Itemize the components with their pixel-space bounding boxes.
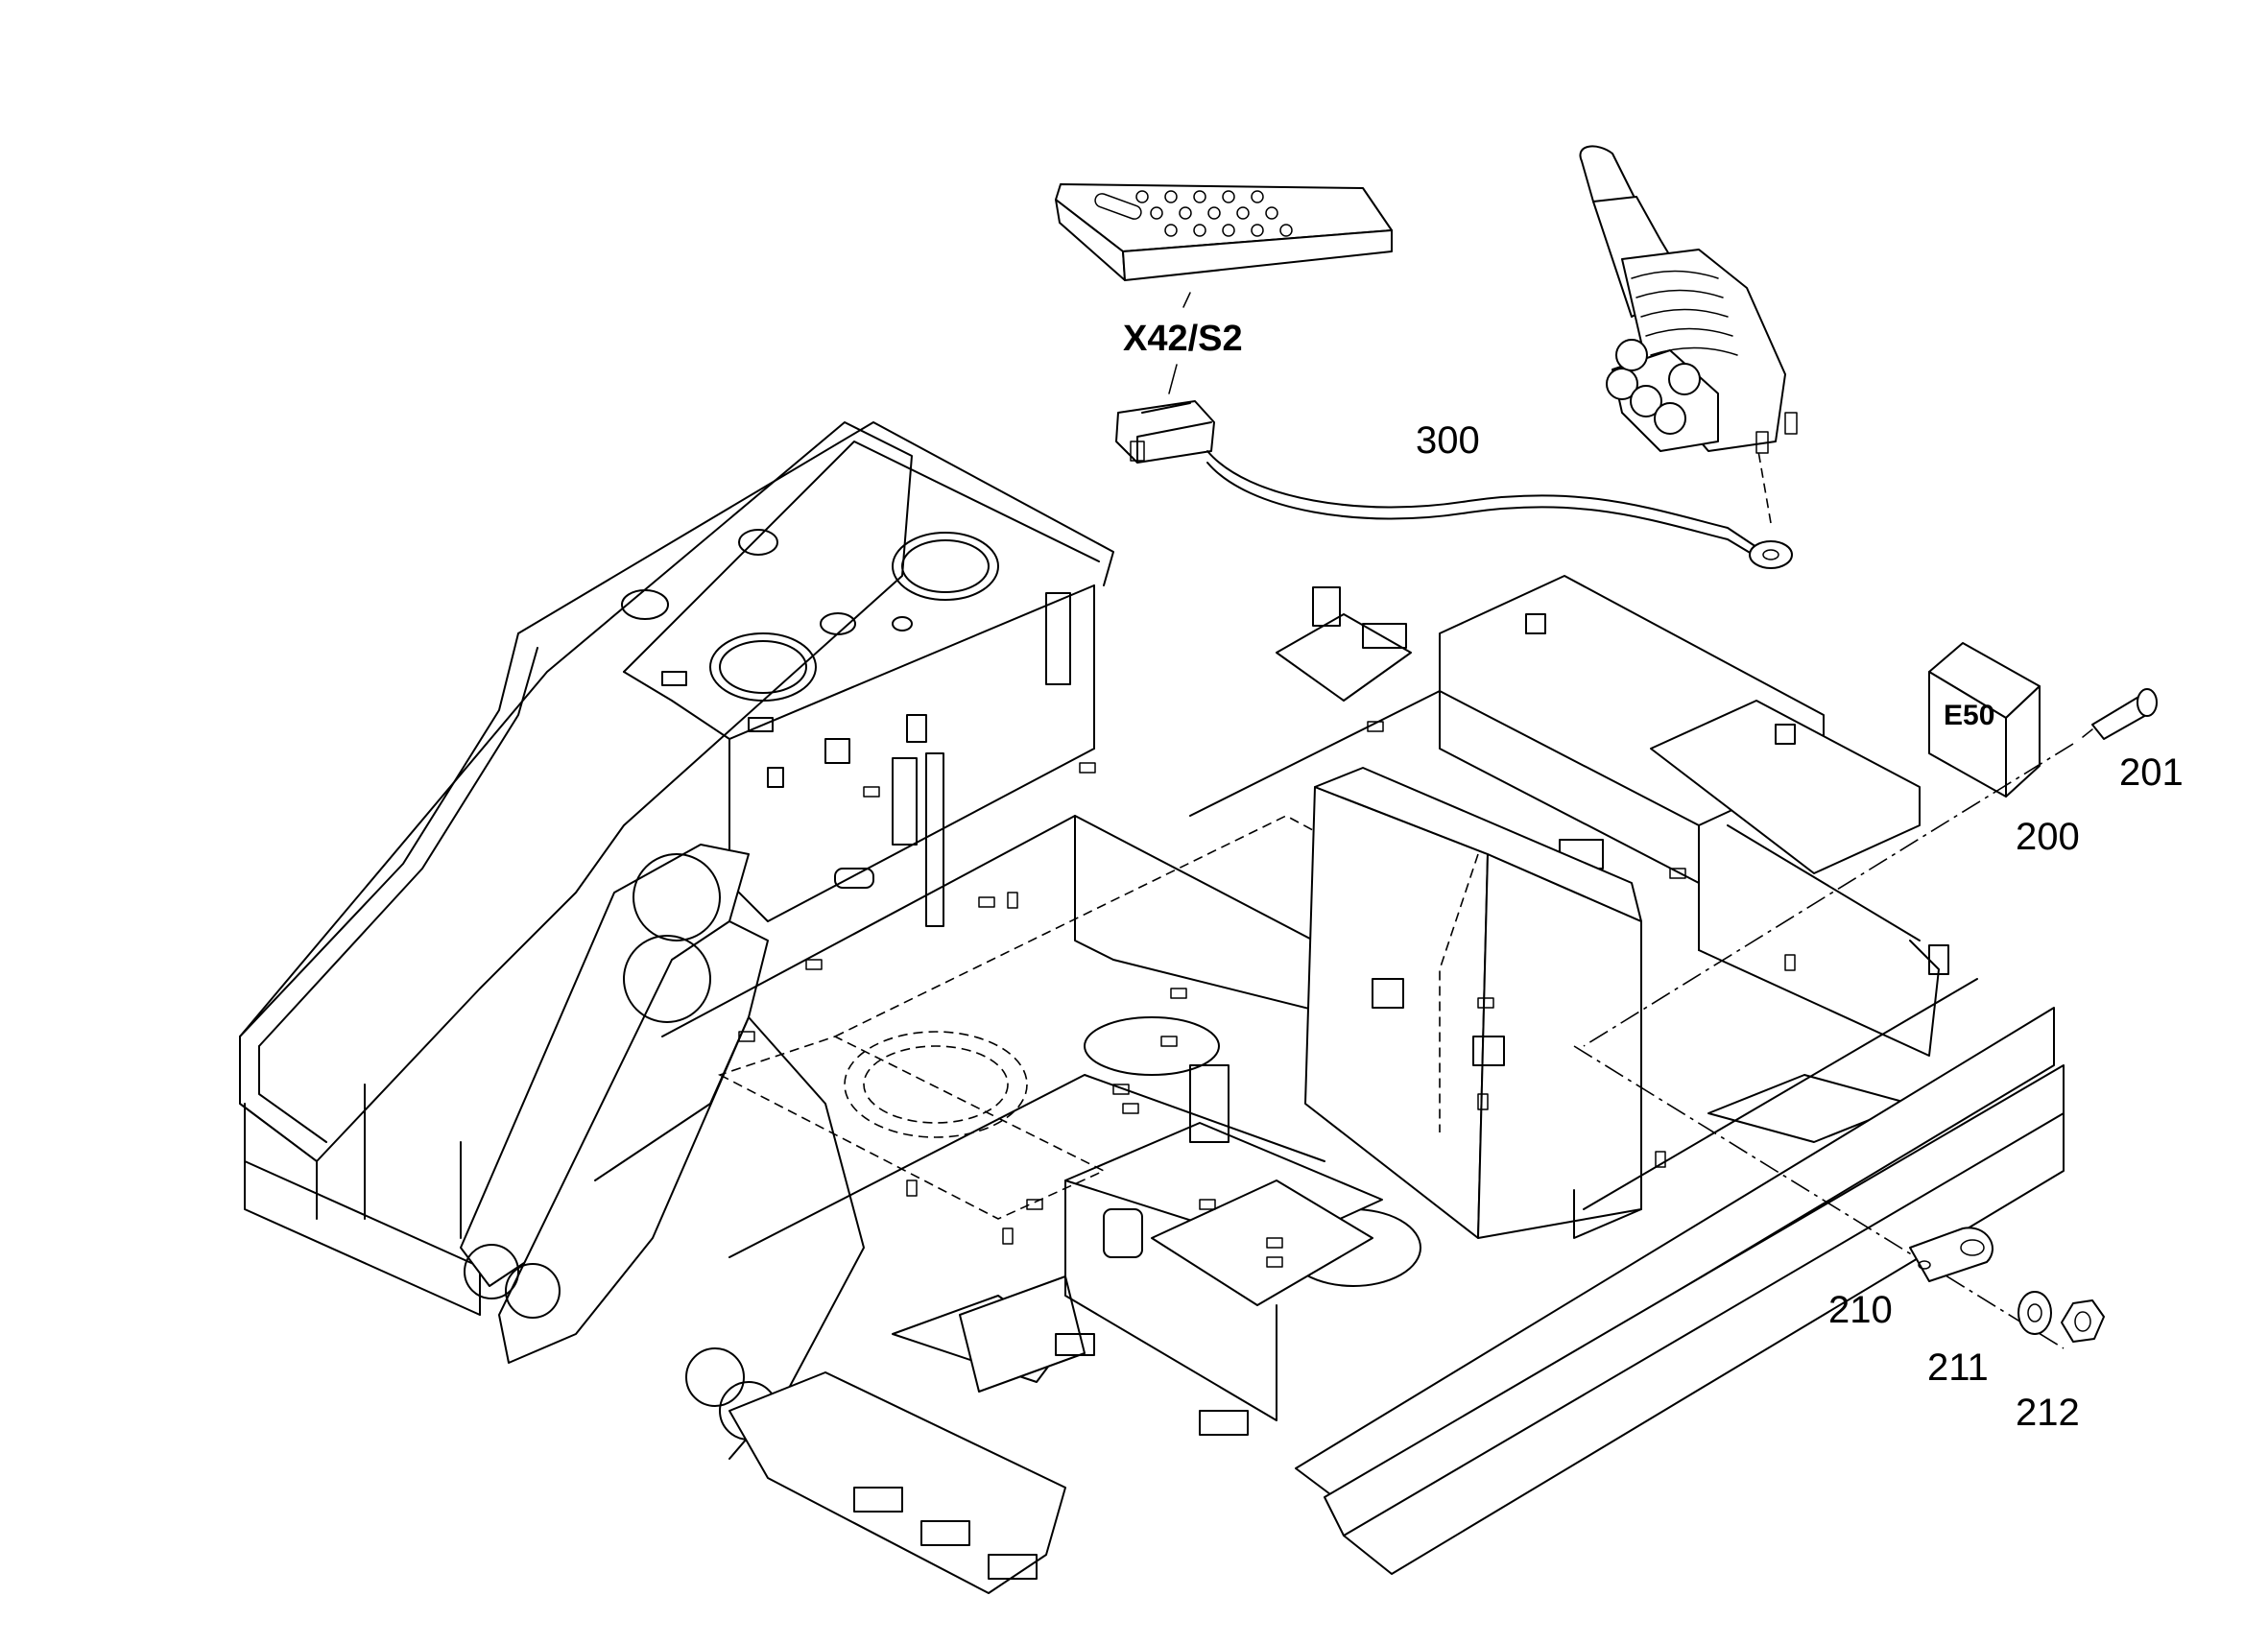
leader-line <box>1182 292 1191 308</box>
callout-200: 200 <box>2016 816 2080 858</box>
washer-211 <box>2017 1291 2052 1335</box>
leader-line <box>1168 364 1178 394</box>
callout-210: 210 <box>1828 1289 1893 1331</box>
nut-212 <box>2061 1299 2105 1343</box>
cable-plug <box>1115 400 1215 464</box>
callout-212: 212 <box>2016 1392 2080 1434</box>
cable-300 <box>1206 450 1757 548</box>
callout-300: 300 <box>1416 419 1480 462</box>
clamp-210 <box>1909 1227 1993 1282</box>
assembly-axis-lower <box>1573 1045 2065 1349</box>
stud-markers <box>738 721 1796 1268</box>
screw-201 <box>2082 688 2158 740</box>
joystick <box>1579 145 1798 454</box>
module-marking: E50 <box>1944 700 1994 731</box>
ring-terminal <box>1749 540 1793 569</box>
connector-module <box>1055 183 1393 281</box>
callout-211: 211 <box>1927 1346 1989 1389</box>
chassis-frame <box>239 421 2065 1594</box>
callout-201: 201 <box>2119 751 2184 794</box>
e50-module-cover: E50 <box>1928 642 2041 798</box>
cable-300-outline <box>1206 462 1757 558</box>
callout-x42-s2: X42/S2 <box>1123 319 1243 359</box>
dashed-leader <box>1757 450 1772 524</box>
assembly-axis <box>1583 743 2074 1047</box>
